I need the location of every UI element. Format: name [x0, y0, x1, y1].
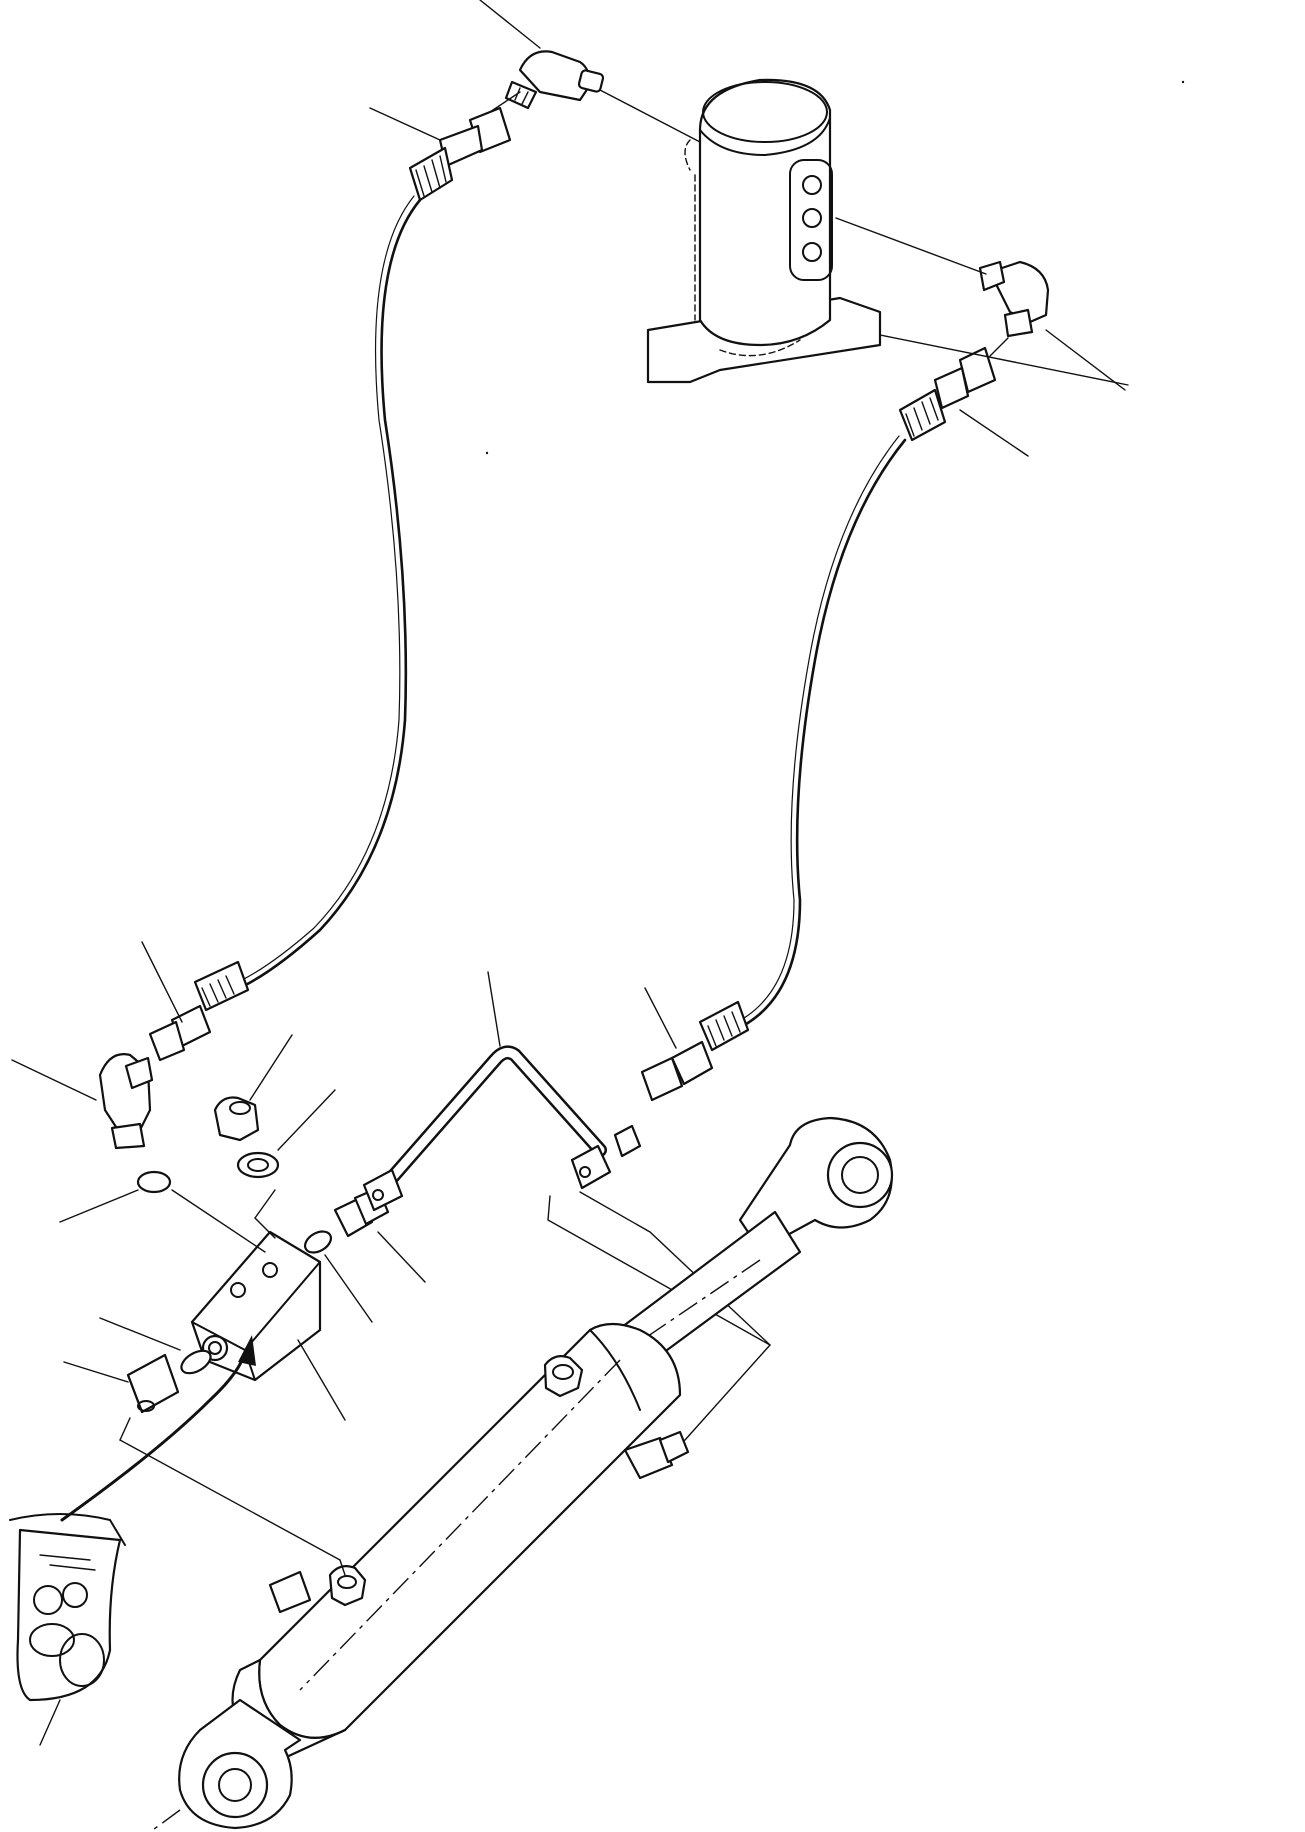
speck-2 — [485, 451, 489, 455]
left-hose-inner — [228, 195, 415, 987]
o-ring-left — [59, 1170, 172, 1223]
leader-stub-top — [879, 334, 1129, 386]
valve-block — [171, 1189, 346, 1421]
upper-left-elbow — [479, 0, 701, 143]
o-ring-right — [303, 1230, 373, 1323]
block-lower-fitting — [63, 1353, 341, 1561]
plug — [213, 1034, 293, 1142]
lower-left-hose-fitting — [141, 941, 250, 1062]
leader-tube-cylinder-2 — [579, 1191, 771, 1346]
seal-washer — [236, 1089, 336, 1179]
lower-right-hose-fitting — [640, 987, 750, 1102]
swivel-joint — [646, 78, 882, 384]
o-ring-front — [99, 1317, 212, 1375]
right-hose — [733, 438, 907, 1032]
upper-right-hose-fitting — [898, 337, 1029, 457]
upper-left-hose-fitting — [369, 91, 521, 202]
rigid-tube — [362, 971, 642, 1212]
left-hose — [233, 198, 422, 992]
hydraulic-cylinder — [149, 1116, 894, 1832]
lower-left-elbow — [11, 1053, 154, 1150]
leader-block-cylinder — [339, 1559, 346, 1576]
arrow-seal-kit-to-block — [60, 1335, 256, 1522]
speck — [1181, 80, 1185, 84]
seal-kit-bag — [9, 1513, 126, 1746]
right-hose-inner — [728, 435, 900, 1027]
upper-right-elbow — [835, 217, 1126, 391]
